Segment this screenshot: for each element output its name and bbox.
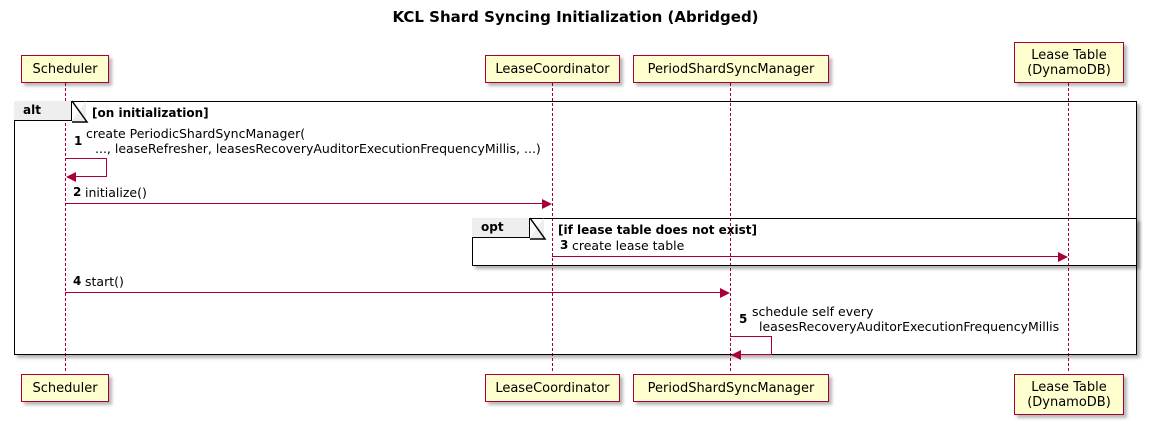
- message-4-number: 4: [73, 274, 82, 288]
- message-4-arrowhead: [720, 288, 730, 298]
- participant-scheduler-bottom[interactable]: Scheduler: [21, 374, 109, 402]
- message-5-number: 5: [739, 312, 748, 326]
- message-1-text-line1: create PeriodicShardSyncManager(: [86, 126, 306, 141]
- participant-label: LeaseCoordinator: [495, 61, 610, 77]
- lifeline-period-shard-sync-manager: [730, 83, 731, 371]
- message-1-self-top: [65, 158, 107, 159]
- message-5-text-line2: leasesRecoveryAuditorExecutionFrequencyM…: [759, 319, 1060, 334]
- fragment-operator-text: opt: [481, 220, 504, 234]
- participant-lease-table-top[interactable]: Lease Table (DynamoDB): [1014, 42, 1124, 83]
- message-3-line: [552, 256, 1059, 257]
- participant-label-line1: Lease Table: [1031, 379, 1107, 395]
- participant-label-line2: (DynamoDB): [1027, 394, 1111, 410]
- message-3-text: create lease table: [572, 238, 685, 253]
- message-2-text: initialize(): [85, 185, 147, 200]
- message-2-number: 2: [73, 185, 82, 199]
- message-1-text-line2: ..., leaseRefresher, leasesRecoveryAudit…: [95, 141, 541, 156]
- fragment-opt-operator-label: opt: [472, 218, 530, 238]
- message-2-line: [65, 203, 543, 204]
- message-3-number: 3: [560, 238, 569, 252]
- participant-scheduler-top[interactable]: Scheduler: [21, 55, 109, 83]
- participant-label: Scheduler: [32, 380, 98, 396]
- lifeline-scheduler: [65, 83, 66, 371]
- participant-period-shard-sync-manager-top[interactable]: PeriodShardSyncManager: [633, 55, 829, 83]
- fragment-opt-guard: [if lease table does not exist]: [558, 223, 758, 237]
- diagram-title: KCL Shard Syncing Initialization (Abridg…: [392, 8, 759, 26]
- message-4-text: start(): [85, 274, 124, 289]
- fragment-opt-notch-outline: [529, 217, 547, 240]
- fragment-alt-operator-label: alt: [14, 101, 72, 121]
- participant-lease-coordinator-bottom[interactable]: LeaseCoordinator: [485, 374, 620, 402]
- message-5-self-bottom: [740, 354, 772, 355]
- participant-lease-coordinator-top[interactable]: LeaseCoordinator: [485, 55, 620, 83]
- message-4-line: [65, 292, 721, 293]
- participant-label: Scheduler: [32, 61, 98, 77]
- message-5-arrowhead: [731, 350, 741, 360]
- message-5-self-top: [730, 336, 772, 337]
- message-5-text-line1: schedule self every: [752, 304, 874, 319]
- participant-label: LeaseCoordinator: [495, 380, 610, 396]
- fragment-alt-guard: [on initialization]: [92, 106, 209, 120]
- message-3-arrowhead: [1058, 252, 1068, 262]
- participant-label-line2: (DynamoDB): [1027, 62, 1111, 78]
- participant-period-shard-sync-manager-bottom[interactable]: PeriodShardSyncManager: [633, 374, 829, 402]
- message-1-arrowhead: [66, 172, 76, 182]
- fragment-opt: [472, 218, 1137, 266]
- participant-lease-table-bottom[interactable]: Lease Table (DynamoDB): [1014, 374, 1124, 415]
- message-2-arrowhead: [542, 199, 552, 209]
- fragment-alt-notch-outline: [71, 100, 89, 123]
- participant-label: PeriodShardSyncManager: [647, 380, 815, 396]
- fragment-operator-text: alt: [23, 103, 41, 117]
- message-1-self-right: [106, 158, 107, 176]
- participant-label-line1: Lease Table: [1031, 47, 1107, 63]
- lifeline-lease-coordinator: [552, 83, 553, 371]
- message-5-self-right: [771, 336, 772, 354]
- participant-label: PeriodShardSyncManager: [647, 61, 815, 77]
- lifeline-lease-table: [1068, 83, 1069, 371]
- message-1-number: 1: [74, 134, 83, 148]
- message-1-self-bottom: [75, 176, 107, 177]
